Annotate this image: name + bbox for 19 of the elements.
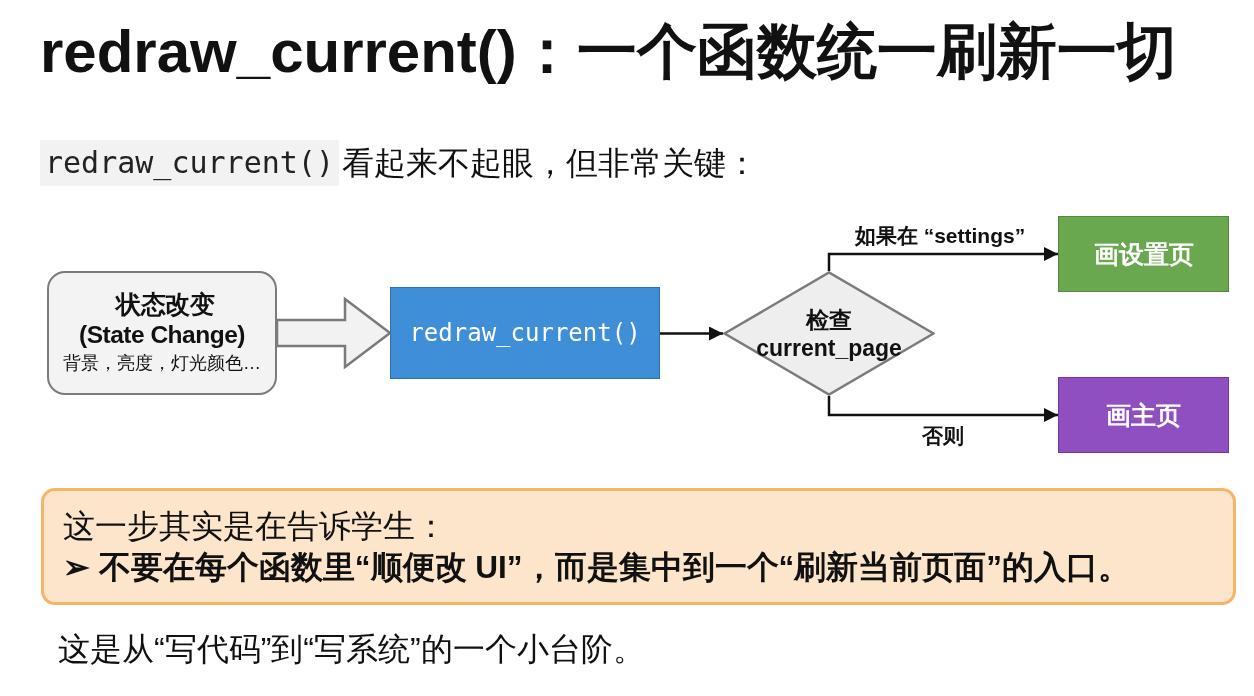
decision-label: 检查 current_page (755, 305, 903, 362)
bullet-text: ➢ 不要在每个函数里“顺便改 UI”，而是集中到一个“刷新当前页面”的入口。 (63, 547, 1130, 587)
heading-text: 状态改变 (State Change) (78, 290, 246, 350)
arrow (827, 247, 1058, 271)
inline-code: redraw_current() (40, 140, 339, 186)
arrow (660, 326, 723, 341)
page-title: redraw_current()：一个函数统一刷新一切 (40, 17, 1177, 87)
action-box: 画主页 (1058, 377, 1229, 453)
intro-text: 看起来不起眼，但非常关键： (342, 144, 758, 183)
note-panel (41, 488, 1236, 605)
action-box: 画设置页 (1058, 216, 1229, 292)
arrow (827, 396, 1058, 422)
block-arrow (275, 296, 393, 370)
note-text: 这一步其实是在告诉学生： (63, 506, 447, 546)
function-box: redraw_current() (390, 287, 660, 379)
decision-diamond (723, 271, 935, 396)
description-text: 背景，亮度，灯光颜色… (63, 352, 261, 375)
closing-text: 这是从“写代码”到“写系统”的一个小台阶。 (58, 630, 645, 669)
state-box (47, 271, 277, 395)
